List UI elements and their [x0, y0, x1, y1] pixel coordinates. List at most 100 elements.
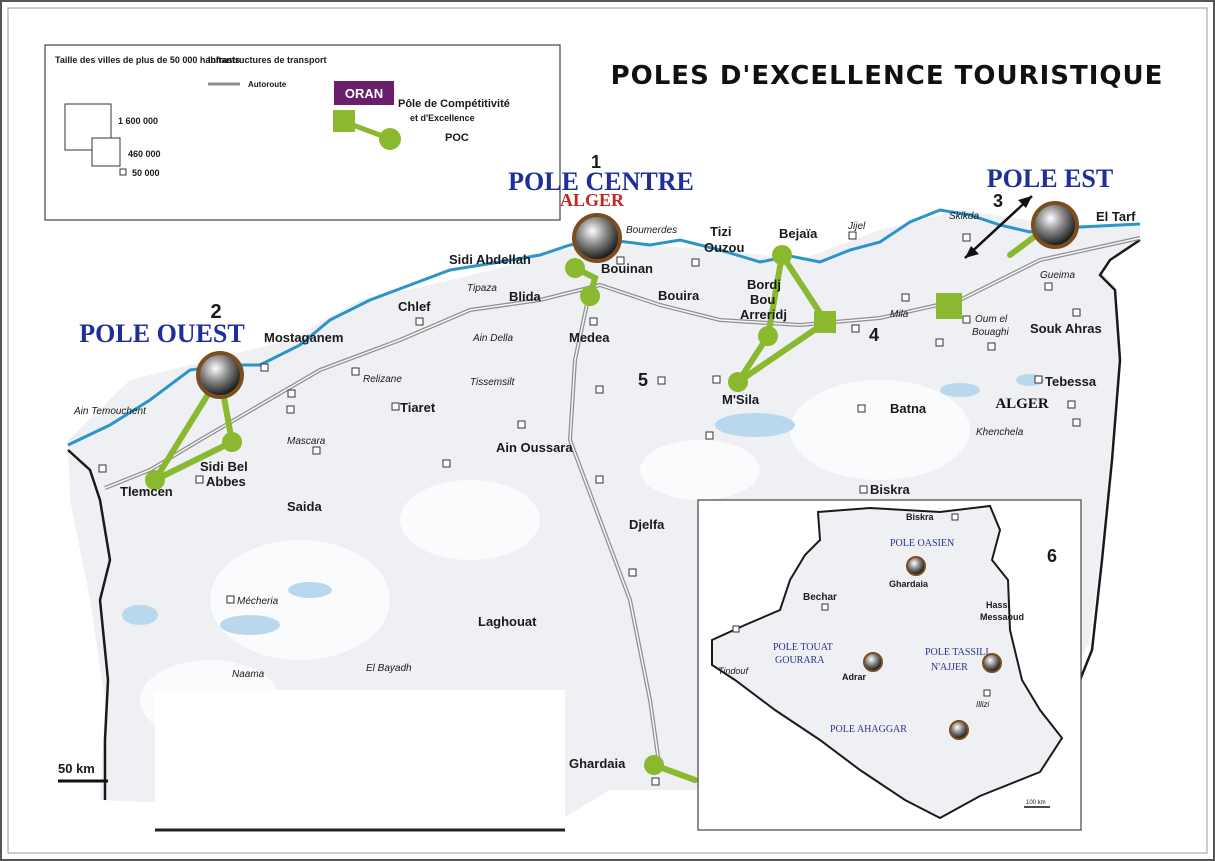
- city-abbes: Abbes: [206, 474, 246, 489]
- city-mila: Mila: [890, 309, 909, 320]
- city-sidi-bel: Sidi Bel: [200, 459, 248, 474]
- legend-transport-title: Infrastructures de transport: [208, 55, 327, 65]
- legend-oran-text: ORAN: [345, 86, 383, 101]
- blank-panel: [155, 690, 565, 830]
- inner-frame: [7, 7, 1208, 854]
- city-arreridj: Arreridj: [740, 307, 787, 322]
- city-tissemsilt: Tissemsilt: [470, 377, 516, 388]
- city-chlef: Chlef: [398, 299, 431, 314]
- inset-pole-tassili-2: N'AJJER: [931, 662, 968, 673]
- city-ain-temouchent: Ain Temouchent: [73, 406, 147, 417]
- city-tebessa: Tebessa: [1045, 374, 1097, 389]
- inset-hassi: Hassi: [986, 600, 1010, 610]
- inset-pole-touat-1: POLE TOUAT: [773, 642, 833, 653]
- city-bouinan: Bouinan: [601, 261, 653, 276]
- pole-ouest-marker: [196, 351, 244, 399]
- city-ghardaia: Ghardaia: [569, 756, 626, 771]
- coastline: [67, 208, 1141, 447]
- pole-centre-number: 1: [591, 152, 601, 172]
- city-el-bayadh: El Bayadh: [366, 663, 412, 674]
- inset-illizi: Illizi: [976, 700, 990, 709]
- legend-size-3: 50 000: [132, 168, 160, 178]
- city-alger-east: ALGER: [995, 396, 1049, 412]
- city-sidi-abdellah: Sidi Abdellah: [449, 252, 531, 267]
- inset-bechar: Bechar: [803, 592, 837, 603]
- town-markers: [98, 231, 1081, 786]
- city-tizi: Tizi: [710, 224, 731, 239]
- city-labels: Boumerdes Tizi Ouzou Bejaïa Jijel Skikda…: [73, 209, 1136, 771]
- city-bouira: Bouira: [658, 288, 700, 303]
- city-mostaganem: Mostaganem: [264, 330, 343, 345]
- water-bodies: [122, 374, 1044, 635]
- pole-est-marker: [1031, 201, 1079, 249]
- legend-size-1: 1 600 000: [118, 116, 158, 126]
- pole-est-arrow: [964, 195, 1033, 259]
- city-relizane: Relizane: [363, 374, 402, 385]
- inset-pole-tassili-marker: [982, 653, 1002, 673]
- inset-pole-touat-marker: [863, 652, 883, 672]
- legend-poc-text: POC: [445, 132, 469, 144]
- pole-ouest-title: POLE OUEST: [79, 319, 244, 348]
- inset-pole-oasien: POLE OASIEN: [890, 538, 954, 549]
- city-saida: Saida: [287, 499, 322, 514]
- city-bou: Bou: [750, 292, 775, 307]
- city-mecheria: Mécheria: [237, 596, 279, 607]
- city-gueima: Gueima: [1040, 270, 1075, 281]
- pole-number-4: 4: [869, 325, 879, 345]
- legend-size-square-medium: [91, 137, 121, 167]
- city-ain-oussara: Ain Oussara: [496, 440, 573, 455]
- legend-size-square-small: [119, 168, 127, 176]
- city-ouzou: Ouzou: [704, 240, 744, 255]
- city-tipaza: Tipaza: [467, 283, 497, 294]
- legend-poc-dot: [379, 128, 401, 150]
- inset-adrar: Adrar: [842, 672, 867, 682]
- pole-centre-title: POLE CENTRE: [508, 167, 694, 196]
- city-medea: Medea: [569, 330, 610, 345]
- city-khenchela: Khenchela: [976, 427, 1024, 438]
- legend-pole-label-2: et d'Excellence: [410, 113, 475, 123]
- inset-biskra: Biskra: [906, 512, 935, 522]
- inset-scale-label: 100 km: [1026, 800, 1046, 806]
- pole-est-arrowhead-top: [1018, 196, 1032, 208]
- inset-pole-tassili-1: POLE TASSILI: [925, 647, 989, 658]
- city-jijel: Jijel: [847, 221, 866, 232]
- city-oum: Oum el: [975, 314, 1008, 325]
- legend-size-2: 460 000: [128, 149, 161, 159]
- inset-pole-ahaggar-marker: [949, 720, 969, 740]
- pole-number-5: 5: [638, 370, 648, 390]
- legend-oran-badge: [334, 81, 394, 105]
- inset-country: [711, 504, 1064, 820]
- map-title: POLES D'EXCELLENCE TOURISTIQUE: [611, 61, 1164, 91]
- city-naama: Naama: [232, 669, 265, 680]
- pole-centre-marker: [572, 213, 622, 263]
- legend-size-title-1: Taille des villes de plus de 50 000 habi…: [55, 55, 240, 65]
- legend: Taille des villes de plus de 50 000 habi…: [44, 44, 561, 221]
- city-djelfa: Djelfa: [629, 517, 665, 532]
- city-tiaret: Tiaret: [400, 400, 436, 415]
- city-skikda: Skikda: [949, 211, 979, 222]
- legend-box: [44, 44, 561, 221]
- legend-pole-label-1: Pôle de Compétitivité: [398, 98, 510, 110]
- city-ain-della: Ain Della: [472, 333, 513, 344]
- pole-ouest-number: 2: [210, 301, 221, 323]
- city-el-tarf: El Tarf: [1096, 209, 1136, 224]
- city-bejaia: Bejaïa: [779, 226, 818, 241]
- inset-number-6: 6: [1047, 546, 1057, 566]
- pole-est-arrowhead-bottom: [965, 246, 979, 258]
- city-bordj: Bordj: [747, 277, 781, 292]
- inset-tindouf: Tindouf: [718, 666, 749, 676]
- city-souk-ahras: Souk Ahras: [1030, 321, 1102, 336]
- pole-markers: [196, 201, 1079, 399]
- city-biskra: Biskra: [870, 482, 911, 497]
- west-border: [67, 449, 112, 800]
- inset-ghardaia: Ghardaia: [889, 579, 929, 589]
- city-laghouat: Laghouat: [478, 614, 537, 629]
- city-tlemcen: Tlemcen: [120, 484, 173, 499]
- city-bouaghi: Bouaghi: [972, 327, 1009, 338]
- pole-centre-city: ALGER: [560, 190, 625, 210]
- inset-towns: [732, 513, 991, 697]
- city-boumerdes: Boumerdes: [626, 225, 677, 236]
- east-border: [1078, 238, 1141, 681]
